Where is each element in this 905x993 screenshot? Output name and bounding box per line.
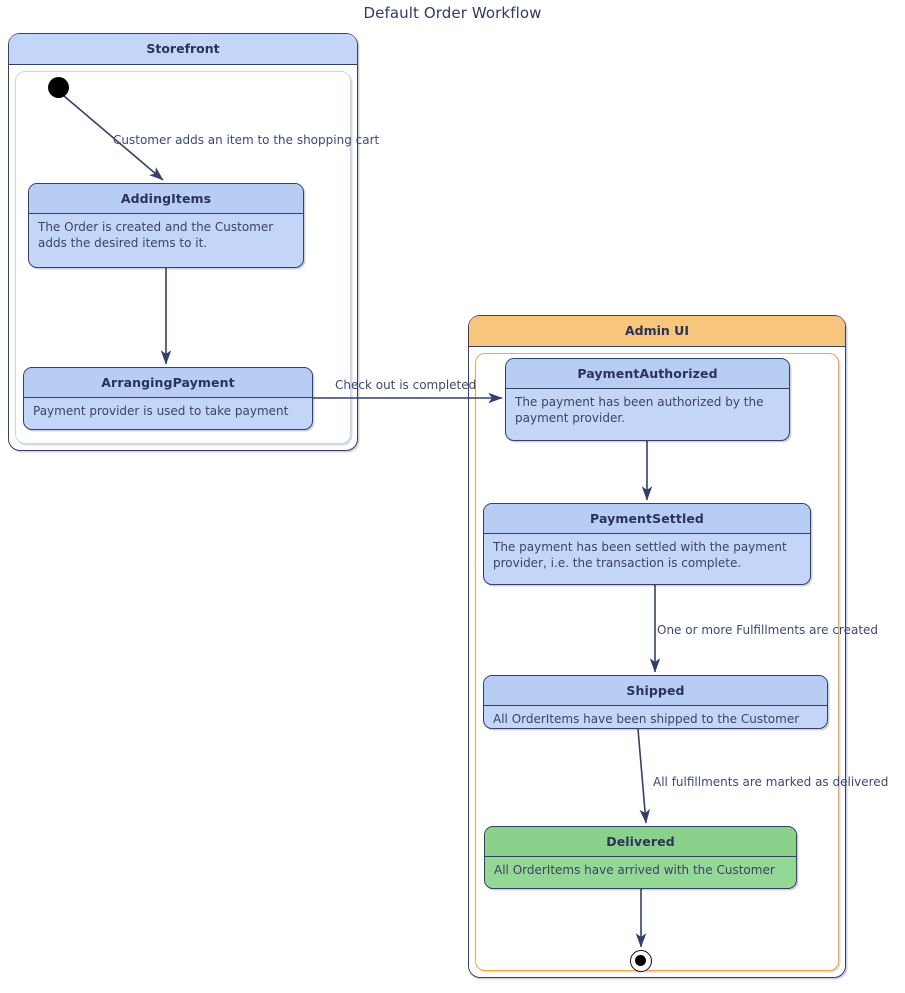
state-node-paymentsettled-description: The payment has been settled with the pa… [493,540,787,570]
state-node-delivered[interactable]: Delivered All OrderItems have arrived wi… [484,826,797,889]
state-node-addingitems[interactable]: AddingItems The Order is created and the… [28,183,304,268]
transition-label-marked-delivered: All fulfillments are marked as delivered [653,775,889,789]
state-node-arrangingpayment-description: Payment provider is used to take payment [33,404,289,418]
composite-state-storefront-label: Storefront [9,34,357,65]
transition-label-fulfillments-created: One or more Fulfillments are created [657,623,879,637]
state-node-addingitems-name: AddingItems [29,184,303,214]
state-node-delivered-name: Delivered [485,827,796,857]
state-node-paymentauthorized[interactable]: PaymentAuthorized The payment has been a… [505,358,790,441]
state-node-paymentsettled-name: PaymentSettled [484,504,810,534]
state-node-delivered-description: All OrderItems have arrived with the Cus… [494,863,775,877]
state-node-paymentauthorized-name: PaymentAuthorized [506,359,789,389]
state-node-paymentauthorized-description: The payment has been authorized by the p… [515,395,764,425]
state-node-paymentsettled[interactable]: PaymentSettled The payment has been sett… [483,503,811,585]
state-node-shipped-name: Shipped [484,676,827,706]
composite-state-admin-ui-label: Admin UI [469,316,845,347]
state-node-arrangingpayment[interactable]: ArrangingPayment Payment provider is use… [23,367,313,430]
page-title: Default Order Workflow [363,4,542,22]
transition-label-checkout-completed: Check out is completed [335,378,477,392]
state-node-shipped-description: All OrderItems have been shipped to the … [493,712,800,726]
final-state-node[interactable] [630,950,652,972]
transition-label-add-to-cart: Customer adds an item to the shopping ca… [113,133,380,147]
state-node-addingitems-description: The Order is created and the Customer ad… [38,220,274,250]
initial-state-node[interactable] [48,77,69,98]
state-node-shipped[interactable]: Shipped All OrderItems have been shipped… [483,675,828,729]
state-node-arrangingpayment-name: ArrangingPayment [24,368,312,398]
